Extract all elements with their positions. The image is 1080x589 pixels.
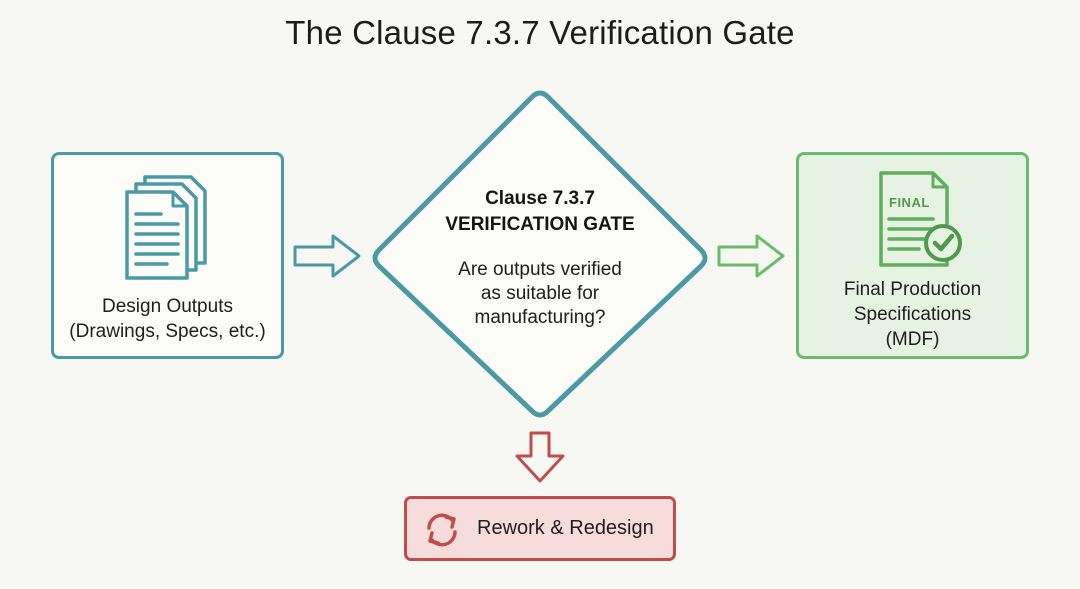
final-stamp-text: FINAL: [889, 195, 930, 210]
final-document-check-icon: FINAL: [879, 171, 962, 267]
final-specs-label: Final Production Specifications (MDF): [799, 277, 1026, 352]
gate-question: Are outputs verified as suitable for man…: [400, 258, 680, 330]
verification-gate-diamond: [372, 90, 708, 418]
gate-title: Clause 7.3.7 VERIFICATION GATE: [400, 186, 680, 238]
diagram-title: The Clause 7.3.7 Verification Gate: [285, 14, 795, 51]
gate-question-line3: manufacturing?: [474, 307, 606, 328]
design-outputs-label: Design Outputs (Drawings, Specs, etc.): [54, 294, 281, 344]
refresh-cycle-icon: [427, 513, 457, 547]
final-specs-line3: (MDF): [885, 329, 940, 350]
design-outputs-box: Design Outputs (Drawings, Specs, etc.): [51, 152, 284, 359]
arrow-to-rework: [515, 431, 565, 483]
design-outputs-line2: (Drawings, Specs, etc.): [69, 321, 266, 342]
design-outputs-line1: Design Outputs: [102, 296, 233, 317]
arrow-to-final: [717, 234, 785, 278]
final-specs-line2: Specifications: [853, 304, 972, 325]
gate-question-line2: as suitable for: [480, 283, 600, 304]
final-specs-line1: Final Production: [843, 279, 982, 300]
document-stack-icon: [125, 175, 207, 280]
rework-label: Rework & Redesign: [477, 517, 654, 539]
gate-title-line2: VERIFICATION GATE: [445, 214, 635, 235]
gate-title-line1: Clause 7.3.7: [485, 188, 595, 209]
arrow-to-gate: [293, 234, 361, 278]
rework-box: Rework & Redesign: [404, 496, 676, 561]
final-specs-box: FINAL Final Production Specifications (M…: [796, 152, 1029, 359]
gate-question-line1: Are outputs verified: [458, 259, 622, 280]
